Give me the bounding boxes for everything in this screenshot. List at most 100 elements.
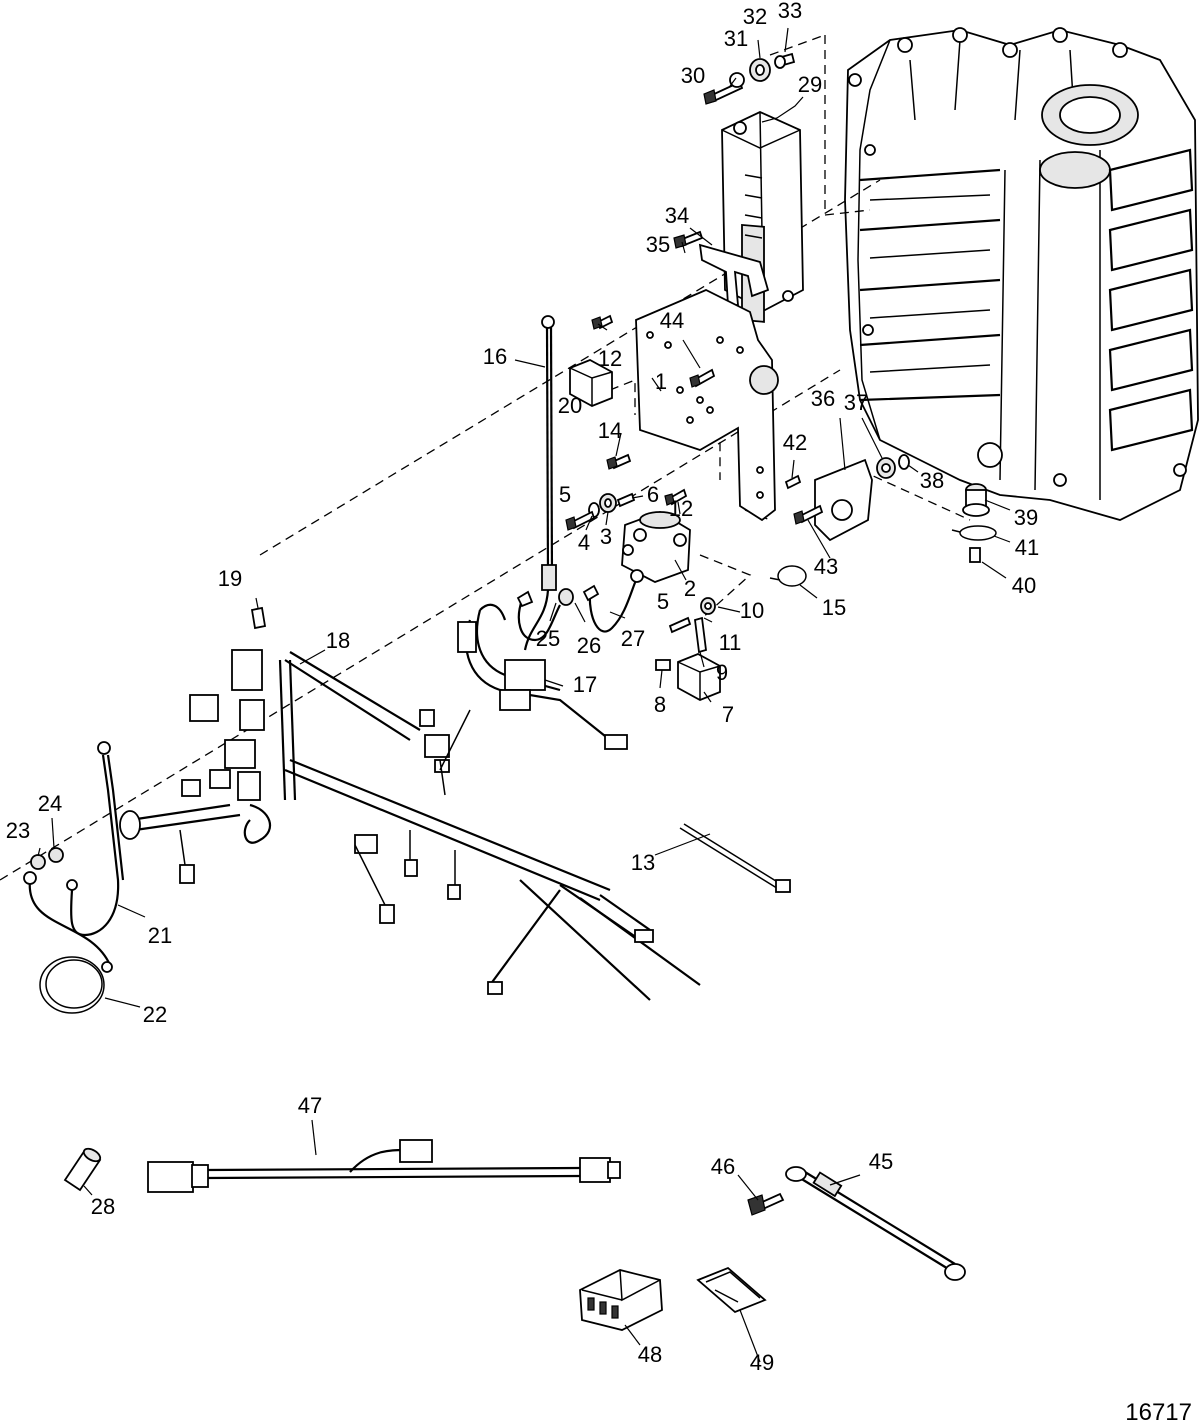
label-part-43: 43 bbox=[814, 554, 838, 579]
assembly-guide-lines bbox=[0, 34, 971, 881]
label-part-6: 6 bbox=[647, 482, 659, 507]
label-part-33: 33 bbox=[778, 0, 802, 23]
cable-tie-13 bbox=[679, 823, 791, 893]
figure-number: 16717 bbox=[1125, 1399, 1192, 1426]
clamp-15 bbox=[769, 565, 807, 587]
label-part-2: 2 bbox=[684, 576, 696, 601]
label-part-41: 41 bbox=[1015, 535, 1039, 560]
ground-strap-45 bbox=[785, 1166, 966, 1281]
label-part-10: 10 bbox=[740, 598, 764, 623]
fuse-28 bbox=[63, 1147, 102, 1192]
label-part-44: 44 bbox=[660, 308, 684, 333]
cable-25 bbox=[516, 590, 561, 642]
label-part-34: 34 bbox=[665, 203, 689, 228]
label-part-26: 26 bbox=[577, 633, 601, 658]
label-part-4: 4 bbox=[578, 530, 590, 555]
label-part-7: 7 bbox=[722, 702, 734, 727]
bolt-44 bbox=[689, 368, 716, 388]
nut-23 bbox=[30, 854, 46, 870]
relay-20 bbox=[569, 359, 613, 407]
label-part-25: 25 bbox=[536, 626, 560, 651]
sleeve-33 bbox=[774, 52, 796, 69]
bolt-46 bbox=[747, 1192, 785, 1216]
label-8 bbox=[655, 659, 671, 671]
nut-37 bbox=[876, 457, 896, 479]
sub-harness-17 bbox=[457, 603, 628, 750]
label-part-48: 48 bbox=[638, 1342, 662, 1367]
label-part-19: 19 bbox=[218, 566, 242, 591]
bracket-11 bbox=[694, 616, 707, 654]
label-part-23: 23 bbox=[6, 818, 30, 843]
label-part-27: 27 bbox=[621, 626, 645, 651]
nut-40 bbox=[969, 547, 981, 563]
screw-6 bbox=[616, 492, 636, 508]
label-part-42: 42 bbox=[783, 430, 807, 455]
ecm-bracket bbox=[698, 243, 770, 306]
label-part-15: 15 bbox=[822, 595, 846, 620]
harness-16 bbox=[523, 315, 557, 651]
label-part-45: 45 bbox=[869, 1149, 893, 1174]
label-part-29: 29 bbox=[798, 72, 822, 97]
label-part-12-mid: 12 bbox=[669, 496, 693, 521]
label-part-30: 30 bbox=[681, 63, 705, 88]
nut-26 bbox=[558, 588, 574, 606]
ground-cable-21 bbox=[66, 741, 125, 937]
washer-38 bbox=[898, 454, 910, 470]
bolt-43 bbox=[793, 504, 824, 525]
label-part-39: 39 bbox=[1014, 505, 1038, 530]
nut-3 bbox=[599, 493, 617, 513]
connector-49 bbox=[696, 1266, 767, 1314]
label-part-28: 28 bbox=[91, 1194, 115, 1219]
label-part-37: 37 bbox=[844, 390, 868, 415]
label-part-21: 21 bbox=[148, 923, 172, 948]
nut-10 bbox=[700, 597, 716, 615]
label-part-18: 18 bbox=[326, 628, 350, 653]
part-labels: 1 2 3 4 5 5 6 7 8 9 10 11 12 12 13 14 15… bbox=[6, 0, 1039, 1375]
relay-7 bbox=[677, 653, 721, 701]
label-part-14: 14 bbox=[598, 418, 622, 443]
main-harness-18 bbox=[119, 649, 701, 1001]
sensor-39 bbox=[962, 483, 990, 517]
label-part-11: 11 bbox=[719, 630, 742, 655]
label-part-22: 22 bbox=[143, 1002, 167, 1027]
label-part-5-right: 5 bbox=[657, 589, 669, 614]
screw-14 bbox=[606, 453, 632, 470]
label-part-16: 16 bbox=[483, 344, 507, 369]
label-part-17: 17 bbox=[573, 672, 597, 697]
nut-24 bbox=[48, 847, 64, 863]
label-part-9: 9 bbox=[716, 660, 728, 685]
grommet-32 bbox=[749, 58, 771, 82]
starter-solenoid bbox=[621, 511, 691, 583]
clamp-41 bbox=[951, 525, 997, 541]
fuse-19 bbox=[250, 606, 267, 630]
label-part-3: 3 bbox=[600, 524, 612, 549]
label-part-31: 31 bbox=[724, 26, 748, 51]
label-part-32: 32 bbox=[743, 4, 767, 29]
connector-48 bbox=[579, 1269, 663, 1331]
harness-47 bbox=[147, 1139, 621, 1193]
bolt-5-left bbox=[565, 510, 596, 531]
leader-lines bbox=[37, 27, 1011, 1363]
label-part-5-left: 5 bbox=[559, 482, 571, 507]
label-part-40: 40 bbox=[1012, 573, 1036, 598]
screw-12-mid bbox=[664, 488, 688, 506]
label-part-47: 47 bbox=[298, 1093, 322, 1118]
label-part-36: 36 bbox=[811, 386, 835, 411]
label-part-35: 35 bbox=[646, 232, 670, 257]
label-part-12-top: 12 bbox=[598, 346, 622, 371]
label-part-38: 38 bbox=[920, 468, 944, 493]
bolt-5-right bbox=[668, 616, 692, 634]
label-part-20: 20 bbox=[558, 393, 582, 418]
bracket-36 bbox=[814, 458, 873, 542]
cable-27 bbox=[582, 569, 644, 633]
screw-42 bbox=[784, 474, 802, 490]
label-part-49: 49 bbox=[750, 1350, 774, 1375]
label-part-8: 8 bbox=[654, 692, 666, 717]
label-part-1: 1 bbox=[655, 369, 667, 394]
washer-31 bbox=[729, 72, 745, 88]
label-part-46: 46 bbox=[711, 1154, 735, 1179]
engine-block-illustration bbox=[844, 27, 1199, 521]
label-part-13: 13 bbox=[631, 850, 655, 875]
electrical-plate bbox=[635, 289, 779, 522]
